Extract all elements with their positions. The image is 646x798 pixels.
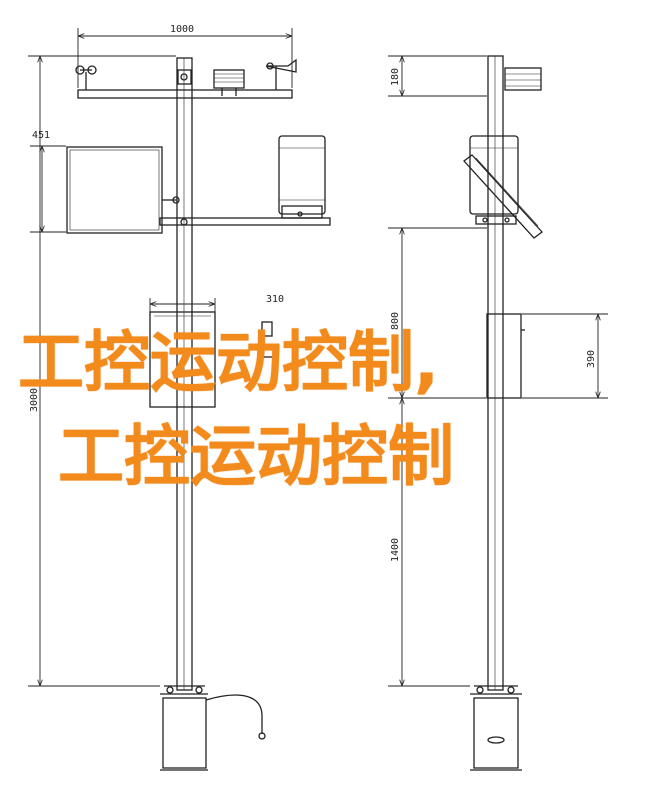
dim-front-panel-height: 451 bbox=[32, 130, 50, 141]
anemometer-icon bbox=[265, 58, 297, 90]
wind-vane-icon bbox=[75, 65, 97, 90]
front-middle-crossarm bbox=[159, 217, 331, 226]
overlay-title-line-2: 工控运动控制 bbox=[58, 418, 454, 495]
side-mast bbox=[487, 55, 504, 691]
dim-side-upper: 800 bbox=[390, 312, 401, 330]
side-solar-panel bbox=[463, 154, 543, 239]
side-control-box bbox=[486, 313, 522, 399]
side-rain-gauge bbox=[469, 135, 519, 215]
front-top-crossarm bbox=[77, 89, 293, 99]
radiation-shield-icon bbox=[213, 69, 245, 96]
overlay-title-line-1: 工控运动控制, bbox=[18, 324, 440, 401]
dim-side-lower: 1400 bbox=[390, 538, 401, 562]
front-control-box bbox=[149, 311, 279, 408]
dim-side-box: 390 bbox=[586, 350, 597, 368]
front-mast bbox=[176, 57, 193, 691]
rain-gauge bbox=[278, 135, 326, 219]
front-base bbox=[160, 685, 266, 771]
dim-front-total-height: 3000 bbox=[29, 388, 40, 412]
side-base bbox=[470, 685, 522, 771]
front-solar-panel bbox=[66, 146, 163, 234]
front-view bbox=[66, 57, 331, 771]
dim-front-box-width: 310 bbox=[266, 294, 284, 305]
dim-front-width: 1000 bbox=[170, 24, 194, 35]
dim-side-top: 180 bbox=[390, 68, 401, 86]
side-view bbox=[463, 55, 543, 771]
